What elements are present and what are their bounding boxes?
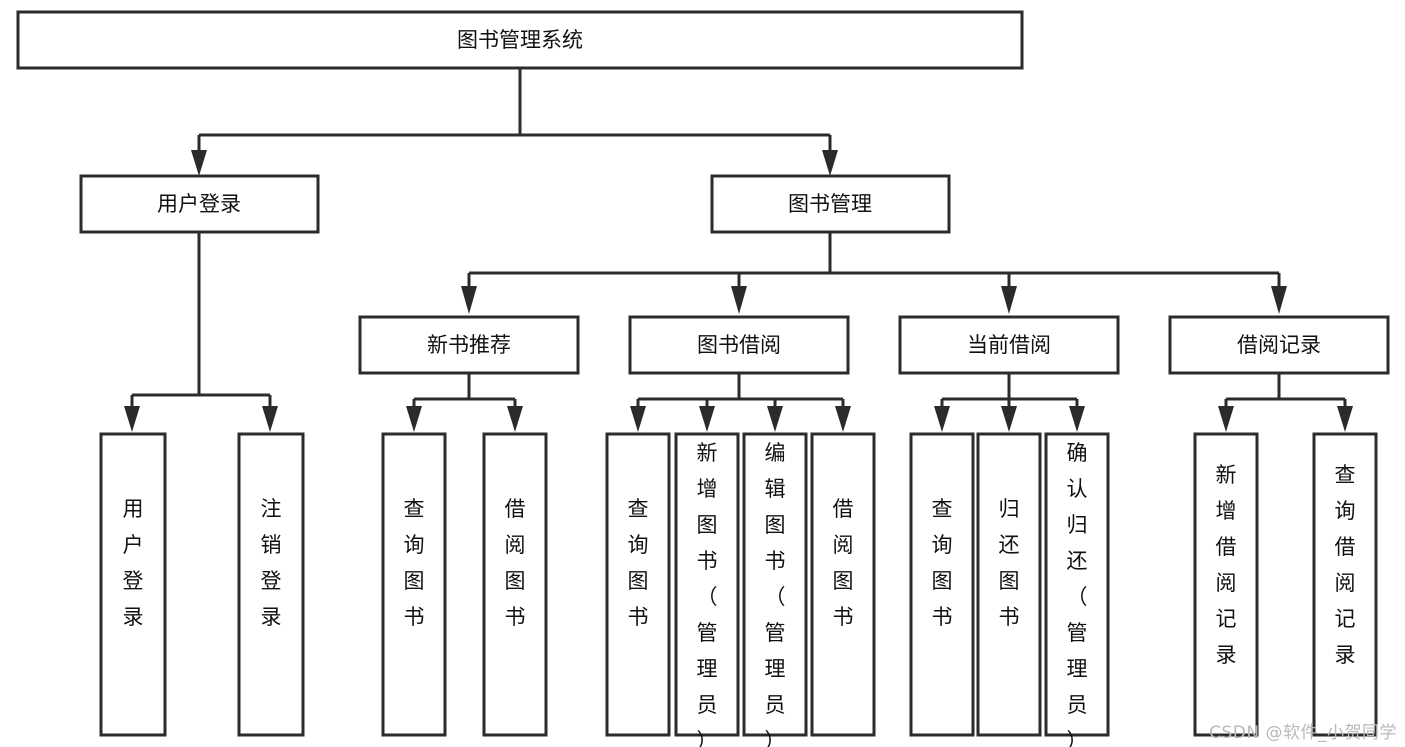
arrow-root-to-book-manage (822, 150, 838, 176)
node-book-borrow-label: 图书借阅 (697, 333, 781, 357)
node-user-login-label: 用户登录 (157, 192, 241, 216)
node-borrow-record-label: 借阅记录 (1237, 333, 1321, 357)
node-leaf-borrow-book-2[interactable]: 借阅图书 (810, 432, 876, 737)
node-leaf-user-login-label: 用户登录 (123, 497, 144, 629)
arrow-userlogin-to-leaf2 (262, 406, 278, 432)
node-leaf-borrow-book-1[interactable]: 借阅图书 (482, 432, 548, 737)
node-leaf-user-login[interactable]: 用户登录 (99, 432, 167, 737)
arrow-bookmanage-to-bookborrow (731, 286, 747, 314)
node-book-borrow[interactable]: 图书借阅 (628, 315, 850, 375)
node-leaf-query-record[interactable]: 查询借阅记录 (1312, 432, 1378, 737)
node-new-book-rec-label: 新书推荐 (427, 333, 511, 357)
arrow-bookmanage-to-borrowrecord (1271, 286, 1287, 314)
node-leaf-borrow-book-1-label: 借阅图书 (505, 497, 526, 629)
node-leaf-confirm-return-label: 确认归还（管理员） (1067, 441, 1088, 747)
node-new-book-rec[interactable]: 新书推荐 (358, 315, 580, 375)
arrow-userlogin-to-leaf1 (124, 406, 140, 432)
arrow-bookborrow-to-leaf1 (630, 406, 646, 432)
node-book-manage-label: 图书管理 (788, 192, 872, 216)
node-leaf-query-book-1-label: 查询图书 (404, 497, 425, 629)
node-leaf-query-book-3[interactable]: 查询图书 (909, 432, 975, 737)
node-current-borrow[interactable]: 当前借阅 (898, 315, 1120, 375)
node-leaf-add-book-label: 新增图书（管理员） (697, 441, 718, 747)
arrow-borrowrecord-to-leaf1 (1218, 406, 1234, 432)
arrow-bookmanage-to-newbook (461, 286, 477, 314)
node-leaf-return-book[interactable]: 归还图书 (976, 432, 1042, 737)
node-leaf-query-book-2-label: 查询图书 (628, 497, 649, 629)
node-leaf-query-record-label: 查询借阅记录 (1335, 463, 1356, 667)
arrow-root-to-user-login (191, 150, 207, 176)
node-root-label: 图书管理系统 (457, 28, 583, 52)
arrow-newbook-to-leaf1 (406, 406, 422, 432)
arrow-bookborrow-to-leaf4 (835, 406, 851, 432)
arrow-bookborrow-to-leaf3 (767, 406, 783, 432)
node-root[interactable]: 图书管理系统 (16, 10, 1024, 70)
arrow-currentborrow-to-leaf1 (934, 406, 950, 432)
node-leaf-edit-book[interactable]: 编辑图书（管理员） (742, 432, 808, 747)
node-leaf-add-record-label: 新增借阅记录 (1216, 463, 1237, 667)
node-leaf-logout[interactable]: 注销登录 (237, 432, 305, 737)
node-leaf-return-book-label: 归还图书 (999, 497, 1020, 629)
node-leaf-query-book-2[interactable]: 查询图书 (605, 432, 671, 737)
node-leaf-add-record[interactable]: 新增借阅记录 (1193, 432, 1259, 737)
node-leaf-confirm-return[interactable]: 确认归还（管理员） (1044, 432, 1110, 747)
node-leaf-logout-label: 注销登录 (261, 497, 282, 629)
node-leaf-add-book[interactable]: 新增图书（管理员） (674, 432, 740, 747)
node-current-borrow-label: 当前借阅 (967, 333, 1051, 357)
arrow-currentborrow-to-leaf2 (1001, 406, 1017, 432)
arrow-bookborrow-to-leaf2 (699, 406, 715, 432)
node-user-login[interactable]: 用户登录 (79, 174, 320, 234)
node-leaf-borrow-book-2-label: 借阅图书 (833, 497, 854, 629)
node-leaf-edit-book-label: 编辑图书（管理员） (765, 441, 786, 747)
node-leaf-query-book-3-label: 查询图书 (932, 497, 953, 629)
node-book-manage[interactable]: 图书管理 (710, 174, 951, 234)
node-borrow-record[interactable]: 借阅记录 (1168, 315, 1390, 375)
arrow-currentborrow-to-leaf3 (1069, 406, 1085, 432)
arrow-bookmanage-to-currentborrow (1001, 286, 1017, 314)
arrow-borrowrecord-to-leaf2 (1337, 406, 1353, 432)
node-leaf-query-book-1[interactable]: 查询图书 (381, 432, 447, 737)
arrow-newbook-to-leaf2 (507, 406, 523, 432)
edge-layer (124, 68, 1353, 432)
